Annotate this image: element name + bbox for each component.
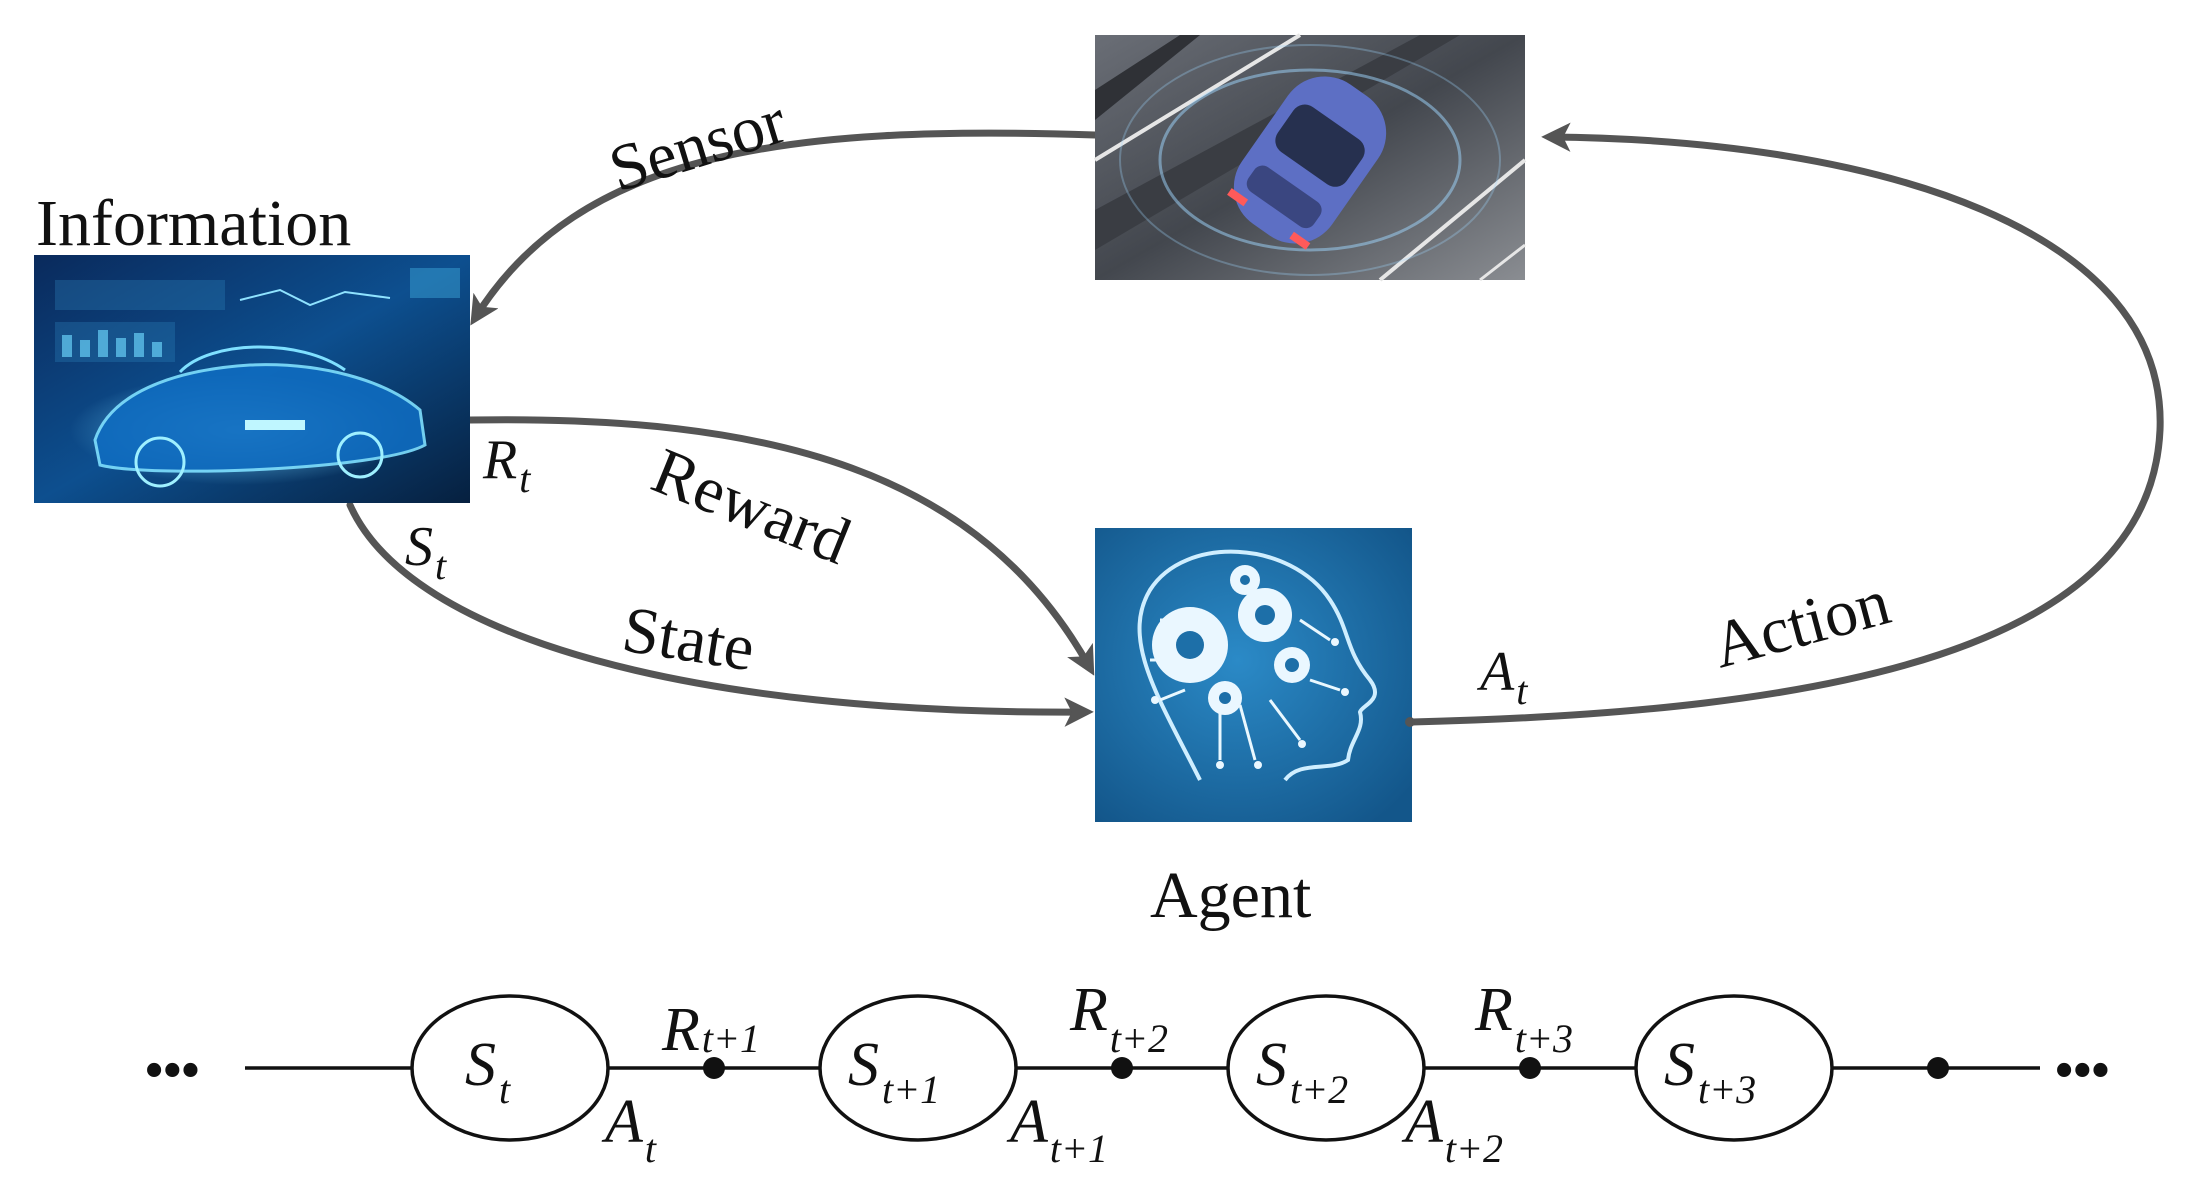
timeline-ellipsis-right: ••• bbox=[2055, 1042, 2110, 1099]
car-hologram-photo bbox=[34, 255, 470, 503]
timeline-reward: Rt+2 bbox=[1069, 976, 1168, 1061]
agent-label: Agent bbox=[1150, 859, 1311, 932]
timeline-action: At+2 bbox=[1401, 1088, 1503, 1171]
timeline-action: At bbox=[601, 1088, 657, 1171]
state-node: St bbox=[410, 994, 610, 1142]
reward-symbol: Rt bbox=[482, 429, 531, 501]
state-node: St+1 bbox=[818, 994, 1018, 1142]
reward-dot bbox=[1519, 1057, 1541, 1079]
reward-dot bbox=[703, 1057, 725, 1079]
timeline-action: At+1 bbox=[1006, 1088, 1108, 1171]
sensor-label: Sensor bbox=[601, 84, 794, 206]
car-road-photo bbox=[1093, 33, 1527, 282]
reward-arrow bbox=[466, 416, 1095, 676]
timeline: ••• ••• St St+1 St+2 St+3 Rt+1 Rt+2 bbox=[145, 976, 2110, 1171]
action-symbol: At bbox=[1476, 641, 1528, 713]
state-symbol: St bbox=[405, 516, 447, 588]
reward-dot bbox=[1111, 1057, 1133, 1079]
action-label: Action bbox=[1705, 565, 1897, 682]
brain-gears-icon bbox=[1095, 528, 1415, 822]
timeline-reward: Rt+1 bbox=[661, 996, 760, 1064]
state-node: St+2 bbox=[1226, 994, 1426, 1142]
timeline-reward: Rt+3 bbox=[1474, 976, 1573, 1061]
state-arrow bbox=[346, 501, 1094, 727]
svg-text:St+3: St+3 bbox=[1664, 1031, 1756, 1112]
sensor-arrow bbox=[470, 129, 1099, 326]
reward-label: Reward bbox=[642, 434, 860, 579]
reward-dot bbox=[1927, 1057, 1949, 1079]
svg-text:St+1: St+1 bbox=[848, 1031, 940, 1112]
action-arrow bbox=[1408, 122, 2164, 726]
timeline-ellipsis-left: ••• bbox=[145, 1042, 200, 1099]
state-node: St+3 bbox=[1634, 994, 1834, 1142]
svg-text:St: St bbox=[465, 1031, 511, 1112]
information-label: Information bbox=[36, 187, 351, 260]
svg-text:St+2: St+2 bbox=[1256, 1031, 1348, 1112]
